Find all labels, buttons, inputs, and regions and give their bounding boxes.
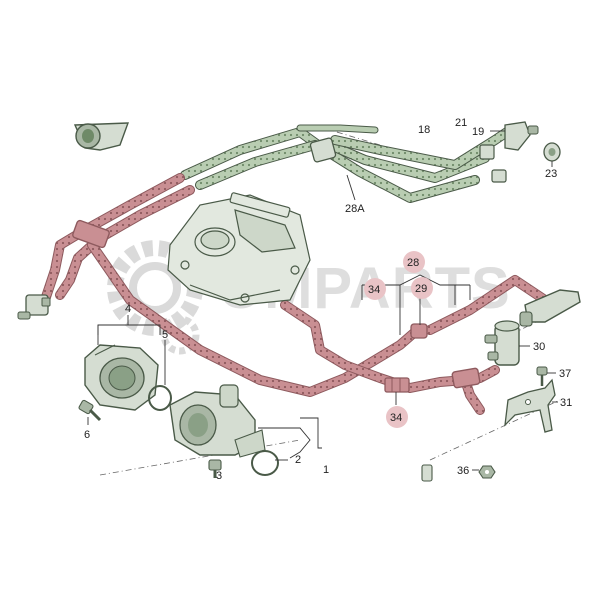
callout-lines	[87, 130, 558, 471]
highlight-34-top	[364, 278, 386, 300]
label-6: 6	[84, 429, 90, 441]
label-28: 28	[407, 257, 419, 269]
label-21: 21	[455, 117, 467, 129]
label-31: 31	[560, 397, 572, 409]
throttle-body	[84, 344, 159, 411]
red-t-connector	[72, 219, 481, 389]
fitting-29	[410, 323, 428, 339]
label-36: 36	[457, 465, 469, 477]
highlight-29	[411, 277, 433, 299]
intake-pipe	[73, 122, 130, 151]
label-4: 4	[125, 303, 131, 315]
label-2: 2	[295, 454, 301, 466]
label-34-bottom: 34	[390, 412, 402, 424]
valve-part	[17, 294, 51, 320]
label-23: 23	[545, 168, 557, 180]
o-ring-5	[148, 385, 172, 411]
label-5: 5	[162, 329, 168, 341]
engine-module	[167, 192, 311, 306]
highlight-28	[403, 251, 425, 273]
bolt-3	[208, 459, 222, 478]
label-34-top: 34	[368, 284, 380, 296]
bracket-31	[504, 378, 556, 433]
cap-23	[543, 142, 561, 162]
red-hose-group	[40, 173, 550, 415]
green-hose-group	[180, 124, 515, 203]
small-sensor-bottom	[421, 464, 433, 482]
o-ring-2	[251, 450, 279, 476]
label-30: 30	[533, 341, 545, 353]
label-1: 1	[323, 464, 329, 476]
label-18: 18	[418, 124, 430, 136]
label-19: 19	[472, 126, 484, 138]
label-29: 29	[415, 283, 427, 295]
nut-36	[478, 465, 496, 479]
label-37: 37	[559, 368, 571, 380]
part-labels: 1 2 3 4 5 6 18 19 21 23 28A 28 29 30 31 …	[84, 117, 572, 482]
solenoid-30	[484, 320, 520, 366]
screw-37	[536, 366, 548, 386]
highlight-34-bottom	[386, 406, 408, 428]
fitting-19-21	[504, 121, 539, 151]
bolt-6	[78, 399, 102, 422]
clip-34	[384, 377, 410, 393]
label-28A: 28A	[345, 203, 365, 215]
sensor-right	[519, 289, 581, 327]
green-connector	[309, 137, 507, 183]
manifold-flange	[169, 384, 266, 458]
label-3: 3	[216, 470, 222, 482]
highlight-markers	[364, 251, 433, 428]
